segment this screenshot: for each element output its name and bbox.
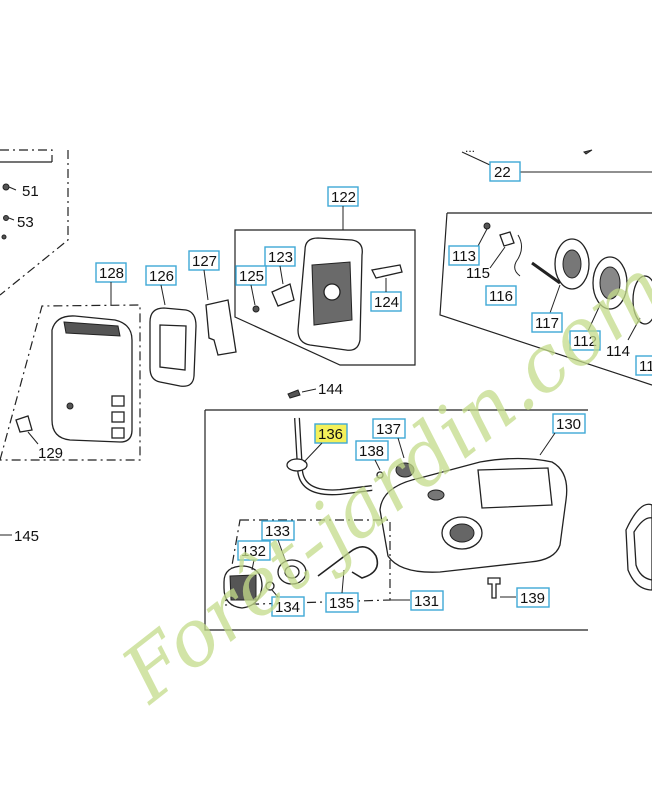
label-139: 139: [520, 590, 545, 607]
leader-22: [461, 151, 491, 166]
label-123: 123: [268, 249, 293, 266]
box-22: [489, 161, 521, 182]
label-113: 113: [452, 248, 476, 265]
screw-125: [252, 305, 260, 313]
label-22: 22: [494, 164, 511, 181]
svg-text:...: ...: [465, 141, 475, 155]
label-133: 133: [265, 523, 290, 540]
label-138: 138: [359, 443, 384, 460]
label-131: 131: [414, 593, 439, 610]
pawl-115: [499, 231, 515, 247]
gasket-127: [205, 299, 237, 356]
label-114: 114: [606, 343, 630, 360]
label-144: 144: [318, 381, 343, 398]
label-126: 126: [149, 268, 174, 285]
screw-51: [2, 183, 10, 191]
bracket-123: [271, 283, 295, 307]
gasket-124: [371, 264, 403, 279]
label-53: 53: [17, 214, 34, 231]
label-145: 145: [14, 528, 39, 545]
spring-116: [514, 234, 522, 277]
label-132: 132: [241, 543, 266, 560]
strap-135: [317, 546, 379, 579]
cap-137: [395, 462, 415, 478]
clip-144: [287, 389, 301, 399]
label-135: 135: [329, 595, 354, 612]
label-51: 51: [22, 183, 39, 200]
box-136-highlight: [314, 423, 348, 444]
cover-128: [51, 315, 133, 443]
grommet-136: [286, 458, 308, 472]
label-137: 137: [376, 421, 401, 438]
frame-128: [0, 304, 141, 461]
label-116: 116: [489, 288, 513, 305]
label-117: 117: [535, 315, 559, 332]
label-115: 115: [466, 265, 490, 282]
pulley-114: [632, 275, 652, 325]
knob-129: [15, 415, 33, 433]
label-130: 130: [556, 416, 581, 433]
frame-starter: [439, 212, 652, 386]
label-128: 128: [99, 265, 124, 282]
ring-134: [265, 581, 275, 591]
label-134: 134: [275, 599, 300, 616]
label-122: 122: [331, 189, 356, 206]
frame-top-left: [0, 149, 69, 296]
label-112: 112: [573, 333, 597, 350]
label-136: 136: [318, 426, 343, 443]
frame-130: [204, 409, 588, 631]
label-129: 129: [38, 445, 63, 462]
screw-53: [3, 215, 9, 221]
label-124: 124: [374, 294, 399, 311]
screw-113: [483, 222, 491, 230]
bolt-139: [487, 577, 501, 599]
label-125: 125: [239, 268, 264, 285]
label-11x: 11: [639, 358, 652, 375]
frame-122: [234, 229, 416, 366]
label-127: 127: [192, 253, 217, 270]
